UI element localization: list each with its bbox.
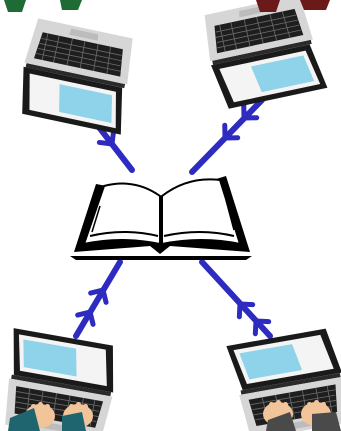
laptop-user-bottom-left [0,328,121,431]
arrow-top-right-to-book [192,100,262,172]
sleeve-top-left [4,0,26,12]
laptop-user-top-right [201,0,330,110]
sleeve-top-left-2 [60,0,82,10]
sleeve-top-right-2 [300,0,330,10]
arrow-book-to-bottom-left [76,262,120,336]
open-book-icon [70,176,252,260]
sleeve-top-right [256,0,280,12]
laptop-user-bottom-right [226,327,341,431]
sleeve-bottom-right-2 [312,412,341,431]
arrow-bottom-right-to-book [202,262,270,336]
laptop-user-top-left [4,0,141,135]
